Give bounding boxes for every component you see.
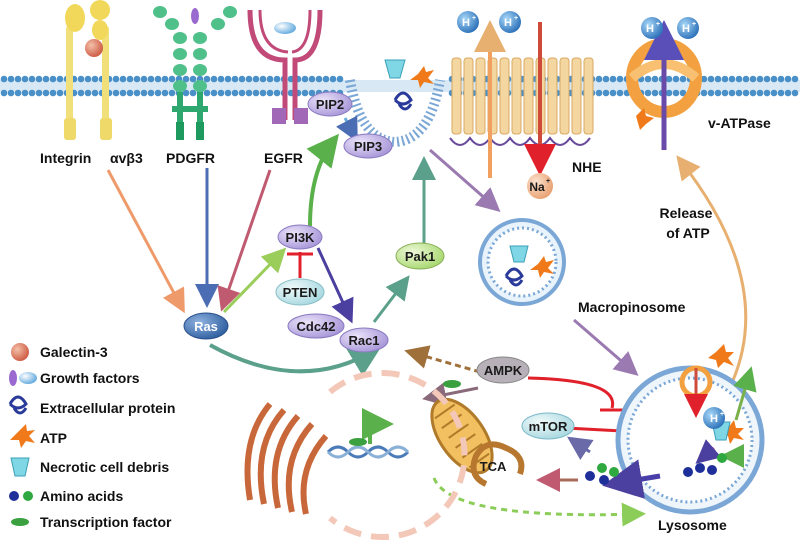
green-oval-icon [11, 518, 29, 526]
integrin-label: Integrin [40, 150, 91, 166]
ion-h-sup-1: + [472, 15, 476, 22]
tca-label: TCA [480, 459, 507, 474]
cyan-cup-icon [10, 457, 30, 477]
ion-h-vatpase-1: H + [641, 17, 663, 39]
legend-item-tf: Transcription factor [11, 514, 172, 530]
legend-item-protein: Extracellular protein [8, 395, 175, 416]
ion-h-sup-4: + [692, 21, 696, 28]
endoplasmic-reticulum [244, 402, 329, 515]
vatpase-label: v-ATPase [708, 115, 771, 131]
egfr-label: EGFR [264, 150, 303, 166]
amino-acid-cluster [585, 463, 619, 485]
pak1-label: Pak1 [405, 249, 435, 264]
node-pip3: PIP3 [343, 133, 393, 159]
legend-item-growth: Growth factors [9, 370, 140, 386]
integrin-subtype-label: αvβ3 [110, 150, 143, 166]
ion-h-vatpase-2: H + [677, 17, 699, 39]
orange-burst-icon [10, 424, 35, 448]
macropinosome-vesicle [478, 218, 566, 306]
pdgfr-receptor [153, 6, 237, 140]
legend-item-galectin: Galectin-3 [11, 343, 108, 361]
legend-item-atp: ATP [10, 424, 67, 448]
legend-amino-label: Amino acids [40, 488, 123, 504]
pdgfr-label: PDGFR [166, 150, 215, 166]
ion-na-sup: + [546, 178, 550, 185]
ion-h-text-1: H [462, 17, 470, 29]
ion-h-sup-3: + [656, 21, 660, 28]
nucleus [326, 370, 468, 540]
ion-h-text-3: H [646, 23, 654, 35]
ion-h-nhe: H + [457, 11, 479, 33]
rac1-label: Rac1 [348, 333, 379, 348]
transcription-factor [443, 380, 461, 388]
blue-green-dots-icon [9, 491, 33, 501]
tca-cycle-arrow [470, 441, 525, 487]
lysosome-proton: H + [703, 407, 725, 429]
ion-na-text: Na [529, 180, 545, 194]
membrane-ruffle-cup [345, 59, 445, 148]
release-atp-label-2: of ATP [666, 225, 710, 241]
legend-growth-label: Growth factors [40, 370, 140, 386]
lysosome-vesicle [602, 344, 765, 515]
growth-factor-oval [191, 8, 199, 24]
node-cdc42: Cdc42 [287, 313, 345, 339]
macropinosome-label: Macropinosome [578, 299, 686, 315]
ion-h-sup-2: + [514, 15, 518, 22]
node-pak1: Pak1 [395, 242, 445, 270]
legend-debris-label: Necrotic cell debris [40, 459, 169, 475]
lysosome-h-text: H [710, 413, 718, 425]
legend: Galectin-3 Growth factors Extracellular … [8, 343, 175, 530]
node-ras: Ras [183, 312, 229, 340]
lysosome-h-sup: + [720, 411, 724, 418]
purple-blue-ovals-icon [9, 370, 37, 386]
pi3k-label: PI3K [286, 230, 316, 245]
node-mtor: mTOR [521, 412, 575, 440]
ion-h-text-4: H [682, 23, 690, 35]
legend-galectin-label: Galectin-3 [40, 344, 108, 360]
pip2-label: PIP2 [316, 97, 344, 112]
ampk-label: AMPK [484, 363, 523, 378]
pip3-label: PIP3 [354, 139, 382, 154]
galectin-3-ball [85, 39, 103, 57]
red-sphere-icon [11, 343, 29, 361]
legend-item-amino: Amino acids [9, 488, 123, 504]
nhe-label: NHE [572, 159, 602, 175]
legend-tf-label: Transcription factor [40, 514, 172, 530]
growth-factor-egf [274, 22, 296, 34]
ion-h-nhe-2: H + [499, 11, 521, 33]
legend-protein-label: Extracellular protein [40, 400, 175, 416]
integrin-receptor [64, 0, 112, 140]
legend-atp-label: ATP [40, 430, 67, 446]
cdc42-label: Cdc42 [296, 319, 335, 334]
ion-h-text-2: H [504, 17, 512, 29]
tangled-protein-icon [8, 395, 28, 415]
ion-na: Na + [527, 173, 553, 199]
node-pten: PTEN [275, 278, 325, 306]
release-atp-label-1: Release [660, 205, 713, 221]
ras-label: Ras [194, 319, 218, 334]
node-pip2: PIP2 [307, 91, 353, 117]
node-rac1: Rac1 [339, 327, 389, 353]
node-ampk: AMPK [476, 356, 530, 384]
legend-item-debris: Necrotic cell debris [10, 457, 169, 477]
nhe-transporter [449, 57, 594, 146]
pten-label: PTEN [283, 285, 318, 300]
node-pi3k: PI3K [277, 224, 323, 250]
lysosome-label: Lysosome [658, 517, 727, 533]
egfr-receptor [247, 9, 323, 124]
mtor-label: mTOR [529, 419, 568, 434]
